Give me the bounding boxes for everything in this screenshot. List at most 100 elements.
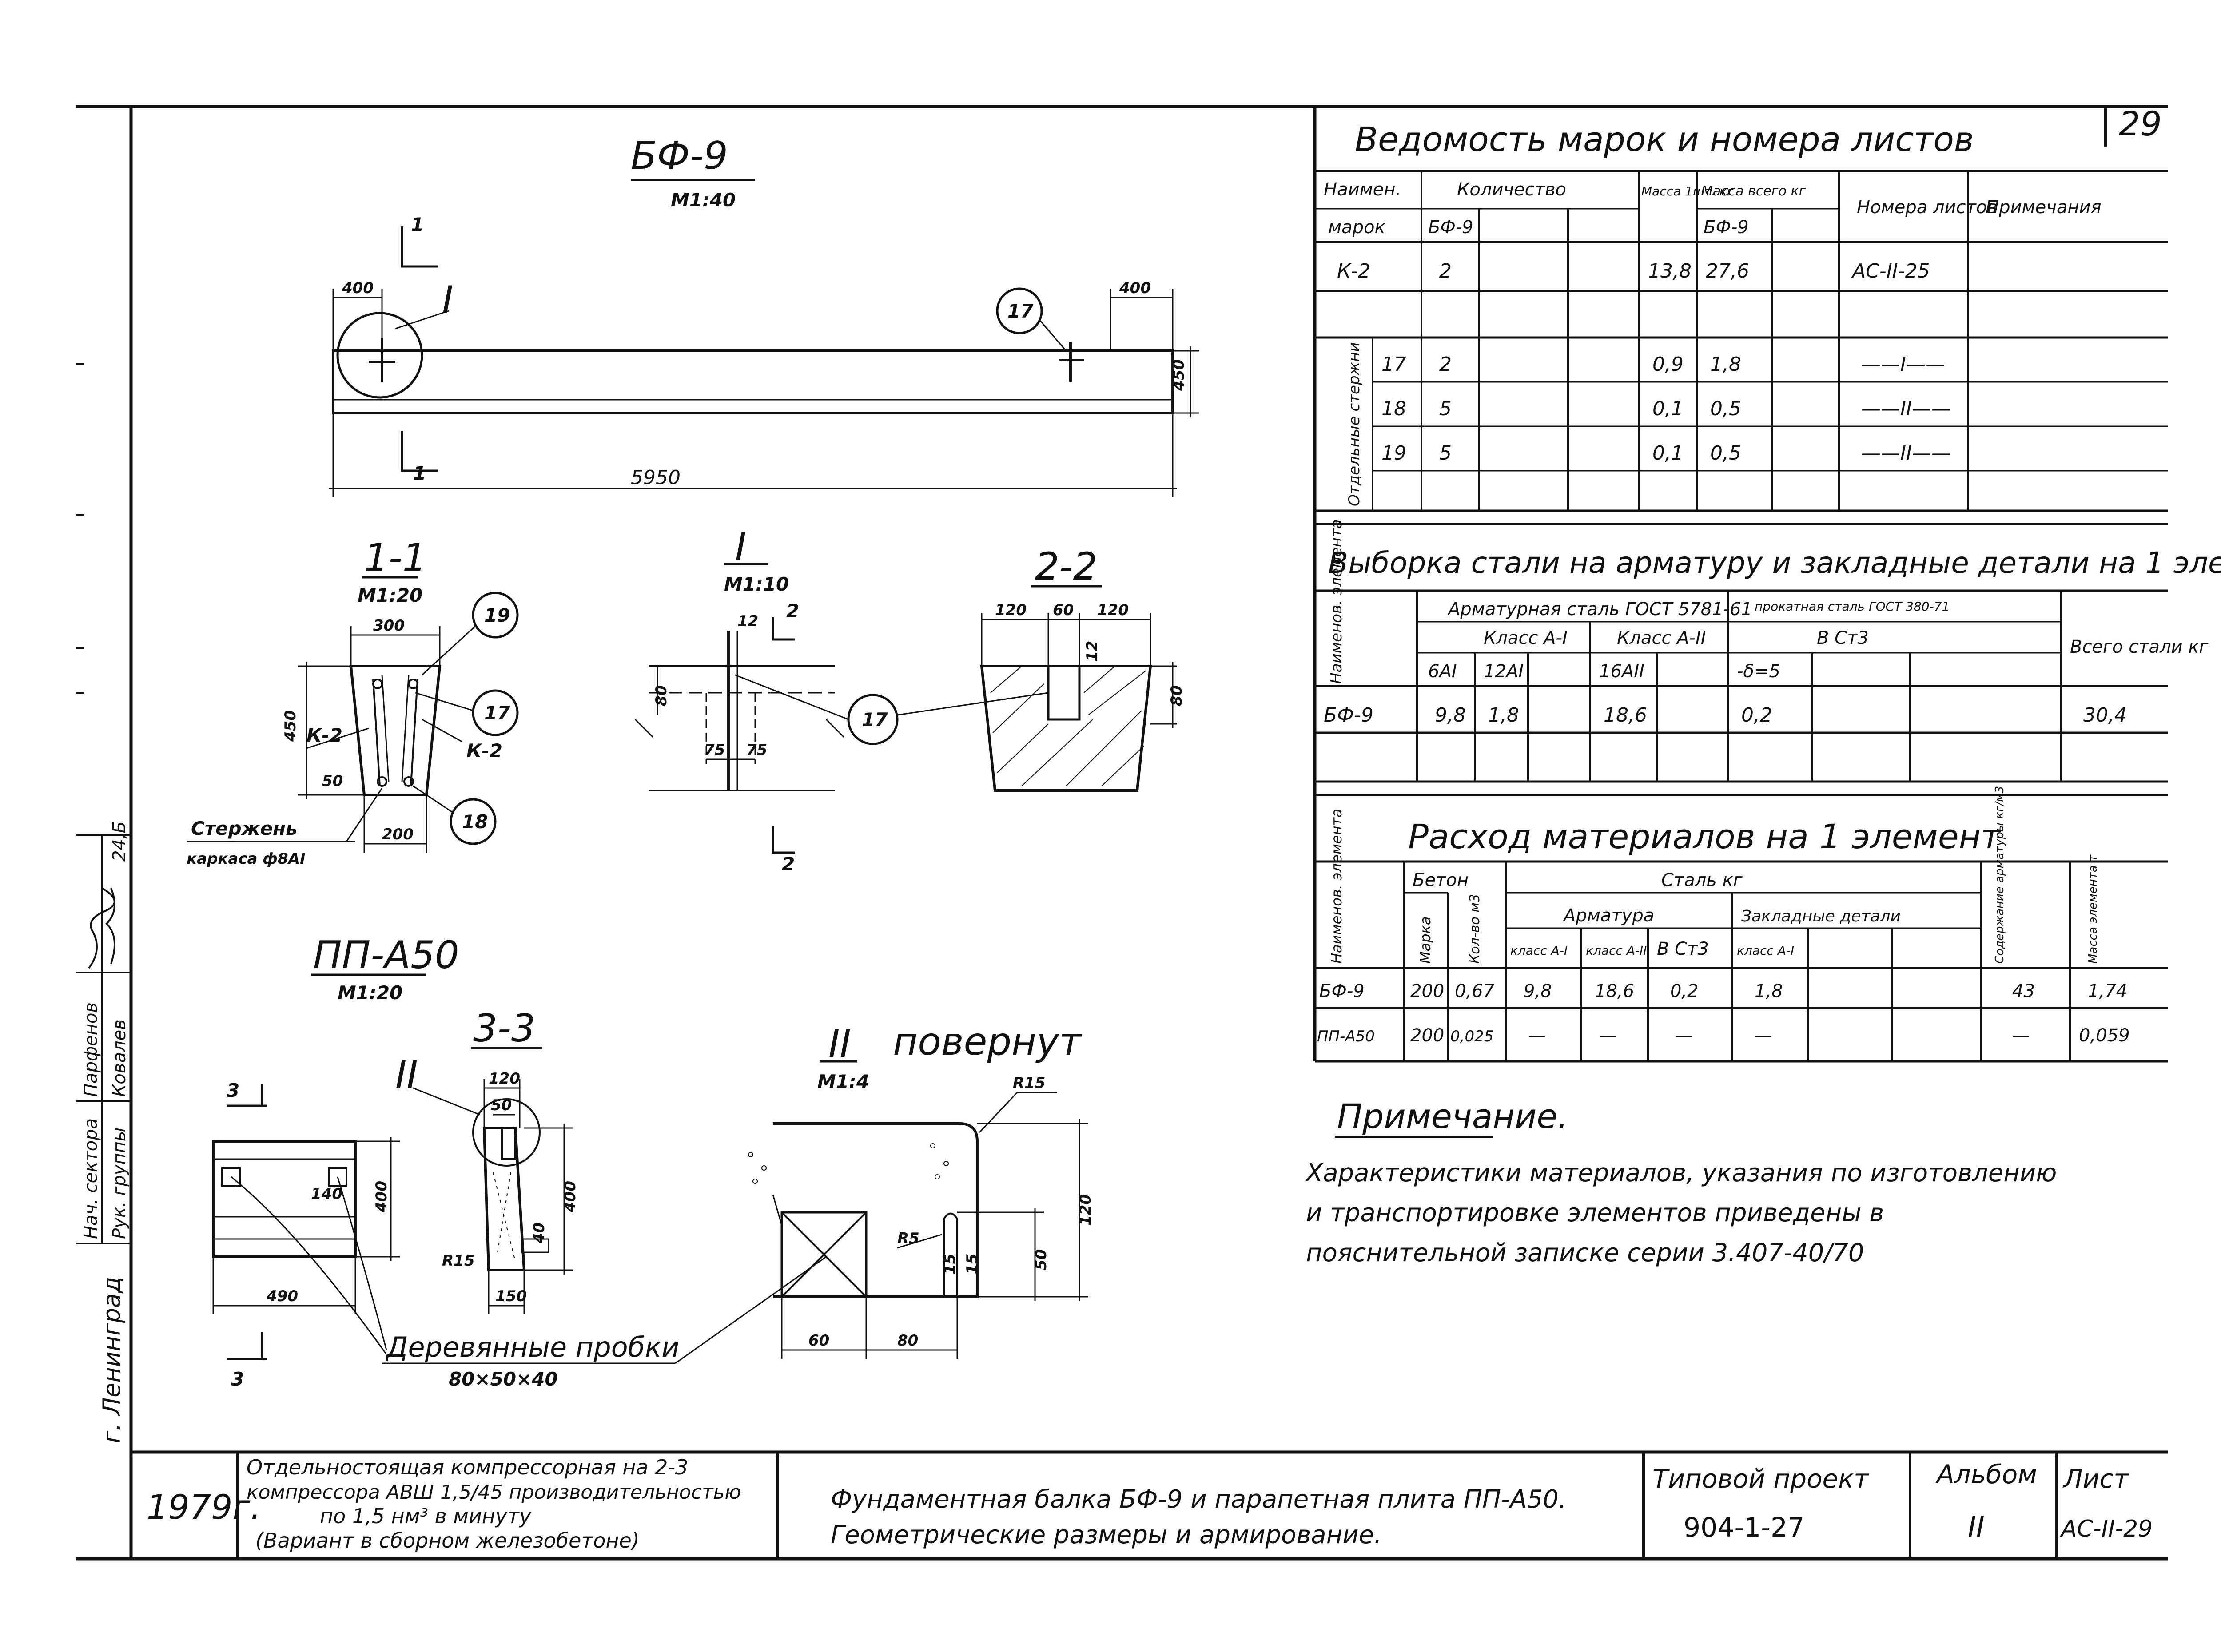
beam-section-mark-top: 1 bbox=[411, 214, 424, 235]
side-city: г. Ленинград bbox=[98, 1277, 126, 1443]
ved-group-label: Отдельные стержни bbox=[1345, 342, 1363, 506]
ved-h-bf9b: БФ-9 bbox=[1704, 217, 1749, 238]
nodeI-section-top: 2 bbox=[786, 600, 799, 622]
vyborka-table: Выборка стали на арматуру и закладные де… bbox=[1315, 520, 2221, 783]
note-line-1: Характеристики материалов, указания по и… bbox=[1305, 1159, 2057, 1187]
nodeII-dim-w2: 80 bbox=[897, 1332, 918, 1350]
nodeI-dim-b: 75 bbox=[746, 741, 767, 759]
panel-dim-height: 400 bbox=[373, 1181, 390, 1213]
ved-title: Ведомость марок и номера листов bbox=[1355, 119, 1974, 159]
s11-callout-19: 19 bbox=[484, 604, 510, 626]
beam-callout: 17 bbox=[1007, 300, 1034, 322]
node-I: I М1:10 80 75 75 12 2 2 17 bbox=[634, 524, 1049, 875]
vyb-h-cls2: Класс А-II bbox=[1617, 628, 1706, 648]
note-line-3: пояснительной записке серии 3.407-40/70 bbox=[1306, 1239, 1864, 1267]
tb-sheet-value: АС-II-29 bbox=[2060, 1516, 2153, 1542]
ras-r1-a2: — bbox=[1599, 1025, 1617, 1046]
vyb-h-total: Всего стали кг bbox=[2070, 637, 2209, 657]
ved-r1-mark: 17 bbox=[1381, 353, 1406, 376]
ras-h-a2: класс А-II bbox=[1586, 943, 1647, 958]
panel-pp-a50: ПП-А50 М1:20 490 400 140 3 3 bbox=[212, 933, 459, 1390]
ras-h-a1: класс А-I bbox=[1510, 943, 1568, 958]
s22-dim-left: 120 bbox=[995, 601, 1027, 619]
vyb-r-total: 30,4 bbox=[2083, 704, 2127, 727]
plugs-line2: 80×50×40 bbox=[449, 1368, 558, 1390]
nodeI-scale: М1:10 bbox=[724, 573, 789, 595]
s33-dim-radius: R15 bbox=[442, 1252, 475, 1270]
nodeII-dim-s2: 15 bbox=[963, 1254, 981, 1275]
ved-r1-qty: 2 bbox=[1439, 353, 1452, 376]
ras-title: Расход материалов на 1 элемент bbox=[1408, 817, 2002, 856]
ras-r0-vol: 0,67 bbox=[1455, 981, 1495, 1001]
s11-dim-height: 450 bbox=[282, 710, 299, 742]
ved-r1-total: 1,8 bbox=[1710, 353, 1741, 376]
s11-note-line2: каркаса ф8АI bbox=[187, 850, 306, 868]
ved-r2-mass1: 0,1 bbox=[1652, 397, 1684, 420]
ved-r0-sheets: АС-II-25 bbox=[1851, 260, 1930, 282]
vyb-h-st3: В Ст3 bbox=[1817, 628, 1869, 648]
raskhod-table: Расход материалов на 1 элемент Наименов.… bbox=[1315, 786, 2168, 1063]
nodeII-dim-h2: 50 bbox=[1032, 1249, 1050, 1270]
ras-h-z1: класс А-I bbox=[1737, 943, 1794, 958]
s22-dim-c: 12 bbox=[1083, 641, 1101, 662]
tb-type-value: 904-1-27 bbox=[1684, 1512, 1804, 1543]
beam-elevation: БФ-9 М1:40 400 400 5950 450 I 1 1 17 bbox=[329, 134, 1199, 497]
s33-dim-small: 40 bbox=[530, 1223, 548, 1244]
ras-r0-a2: 18,6 bbox=[1595, 981, 1634, 1001]
ras-r0-z1: 1,8 bbox=[1755, 981, 1783, 1001]
ved-r0-mass1: 13,8 bbox=[1648, 260, 1692, 282]
ved-r1-sheets: ——I—— bbox=[1861, 353, 1945, 376]
vyb-h-16a: 16АII bbox=[1599, 661, 1644, 682]
section-3-3: 3-3 II 120 50 400 150 R15 40 bbox=[395, 1006, 579, 1314]
side-name-2: Ковалев bbox=[109, 1019, 130, 1097]
ved-r3-qty: 5 bbox=[1439, 442, 1452, 465]
nodeII-dim-rsmall: R5 bbox=[897, 1230, 919, 1247]
note-line-2: и транспортировке элементов приведены в bbox=[1306, 1199, 1884, 1227]
s22-dim-h: 80 bbox=[1168, 685, 1186, 706]
ras-r0-cont: 43 bbox=[2012, 981, 2035, 1001]
ras-h-vol: Кол-во м3 bbox=[1467, 894, 1483, 964]
s22-dim-mid: 60 bbox=[1053, 601, 1074, 619]
vyb-r-name: БФ-9 bbox=[1324, 704, 1373, 727]
ras-r1-a1: — bbox=[1528, 1025, 1546, 1046]
s33-title: 3-3 bbox=[473, 1006, 535, 1051]
vyb-r-a12: 1,8 bbox=[1488, 704, 1519, 727]
vyb-h-cls1: Класс А-I bbox=[1484, 628, 1568, 648]
signature-mark bbox=[88, 887, 115, 969]
nodeII-title: II bbox=[828, 1022, 851, 1066]
panel-scale: М1:20 bbox=[338, 982, 402, 1004]
ras-r1-z1: — bbox=[1755, 1025, 1772, 1046]
ved-h-total: Масса всего кг bbox=[1701, 183, 1806, 199]
vedomost-table: Ведомость марок и номера листов bbox=[1315, 119, 2168, 512]
ras-h-concrete: Бетон bbox=[1413, 870, 1469, 890]
title-block: 1979г. Отдельностоящая компрессорная на … bbox=[147, 1452, 2153, 1559]
ras-r1-cont: — bbox=[2012, 1025, 2030, 1046]
tb-album-value: II bbox=[1968, 1511, 1985, 1544]
ved-h-mass1: Масса 1шт. кг bbox=[1641, 184, 1734, 199]
vyb-r-a6: 9,8 bbox=[1435, 704, 1466, 727]
vyb-h-name: Наименов. элемента bbox=[1328, 520, 1345, 684]
ras-r0-st3: 0,2 bbox=[1670, 981, 1699, 1001]
node-II: II повернут М1:4 R15 R5 120 50 60 80 15 … bbox=[748, 1020, 1095, 1359]
s11-callout-18: 18 bbox=[462, 811, 488, 833]
nodeI-section-bottom: 2 bbox=[782, 853, 795, 875]
ved-r2-total: 0,5 bbox=[1710, 397, 1741, 420]
vyb-r-d5: 0,2 bbox=[1741, 704, 1772, 727]
panel-section-bottom: 3 bbox=[231, 1368, 244, 1390]
ved-r0-qty: 2 bbox=[1439, 260, 1452, 282]
nodeII-rotated: повернут bbox=[893, 1020, 1083, 1064]
beam-dim-left: 400 bbox=[342, 279, 374, 297]
beam-dim-right: 400 bbox=[1119, 279, 1151, 297]
ved-h-name: Наимен. bbox=[1324, 179, 1401, 200]
ras-r0-mass: 1,74 bbox=[2088, 981, 2127, 1001]
tb-drawing-1: Фундаментная балка БФ-9 и парапетная пли… bbox=[831, 1485, 1567, 1514]
nodeI-dim-h: 80 bbox=[653, 685, 670, 706]
ved-r3-mass1: 0,1 bbox=[1652, 442, 1684, 465]
tb-drawing-2: Геометрические размеры и армирование. bbox=[831, 1521, 1382, 1549]
ved-r3-mark: 19 bbox=[1381, 442, 1406, 465]
section-2-2: 2-2 120 60 120 80 12 bbox=[980, 544, 1186, 792]
ved-h-notes: Примечания bbox=[1986, 197, 2102, 218]
s11-title: 1-1 bbox=[364, 536, 426, 580]
vyb-h-12a: 12АI bbox=[1484, 661, 1524, 682]
